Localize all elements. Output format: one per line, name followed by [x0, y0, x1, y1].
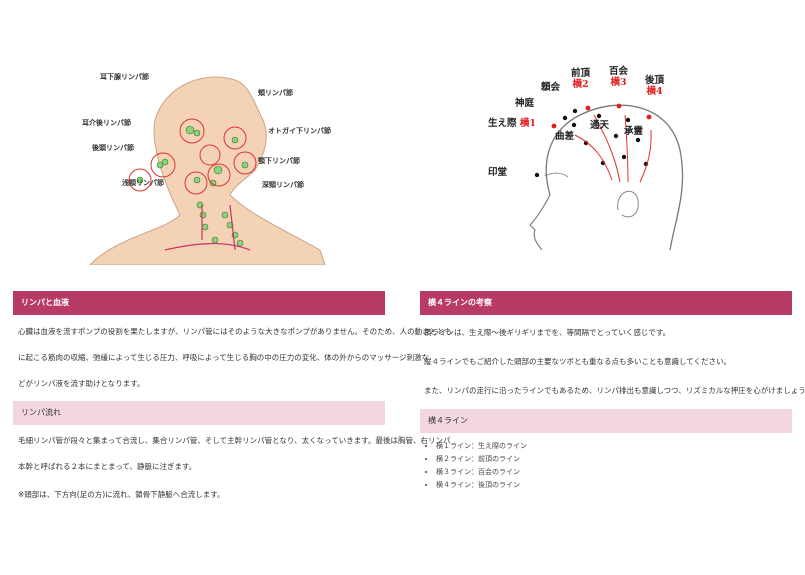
paragraph-line: 縦４ラインでもご紹介した頭部の主要なツボとも重なる点も多いことも意識してください… [424, 357, 732, 366]
paragraph-line: 本幹と呼ばれる２本にまとまって、静脈に注ぎます。 [18, 462, 197, 471]
section-header-lymph-blood: リンパと血液 [13, 291, 385, 315]
paragraph-line: 横ラインは、生え際～後ギリギリまでを、等間隔でとっていく感じです。 [424, 328, 671, 337]
section-header-yoko4-study: 横４ラインの考察 [420, 291, 792, 315]
point-gocho: 後頂横4 [645, 75, 665, 97]
figure-label: 深頸リンパ節 [262, 180, 304, 189]
section-header-lymph-flow: リンパ流れ [13, 401, 385, 425]
section-header-yoko4: 横４ライン [420, 409, 792, 433]
point-shintei: 神庭 [515, 98, 535, 109]
yoko-line-list: 横１ライン：生え際のライン 横２ライン：前頂のライン 横３ライン：百会のライン … [424, 440, 527, 492]
point-zencho: 前頂横2 [571, 68, 591, 90]
figure-label: 耳下腺リンパ節 [100, 72, 149, 81]
figure-label: 頬リンパ節 [258, 88, 293, 97]
paragraph-line: 心臓は血液を流すポンプの役割を果たしますが、リンパ管にはそのような大きなポンプが… [18, 327, 453, 336]
figure-label: 後頭リンパ節 [92, 143, 134, 152]
point-hyakue: 百会横3 [609, 66, 629, 88]
list-item: 横３ライン：百会のライン [436, 466, 527, 479]
point-tsuten: 通天 [590, 120, 610, 131]
paragraph-line: どがリンパ液を流す助けとなります。 [18, 379, 145, 388]
point-shine: 顖会 [541, 82, 561, 93]
list-item: 横４ライン：後頂のライン [436, 479, 527, 492]
list-item: 横１ライン：生え際のライン [436, 440, 527, 453]
head-acupoint-illustration [529, 103, 684, 250]
point-haegiwa: 生え際 横1 [488, 118, 536, 129]
figure-label: 浅頸リンパ節 [122, 178, 164, 187]
point-shorei: 承霊 [624, 126, 644, 137]
lymph-node-illustration [89, 76, 326, 265]
paragraph-line: に起こる筋肉の収縮、弛緩によって生じる圧力、呼吸によって生じる胸の中の圧力の変化… [18, 353, 430, 362]
point-indo: 印堂 [488, 167, 508, 178]
point-kyokusa: 曲差 [555, 131, 575, 142]
figure-label: 耳介後リンパ節 [82, 118, 131, 127]
list-item: 横２ライン：前頂のライン [436, 453, 527, 466]
figure-label: 顎下リンパ節 [258, 156, 300, 165]
paragraph-line: ※頭部は、下方向(足の方)に流れ、鎖骨下静脈へ合流します。 [18, 490, 225, 499]
paragraph-line: また、リンパの走行に沿ったラインでもあるため、リンパ排出も意識しつつ、リズミカル… [424, 386, 805, 395]
paragraph-line: 毛細リンパ管が段々と集まって合流し、集合リンパ管、そして主幹リンパ管となり、太く… [18, 436, 451, 445]
figure-label: オトガイ下リンパ節 [268, 126, 331, 135]
